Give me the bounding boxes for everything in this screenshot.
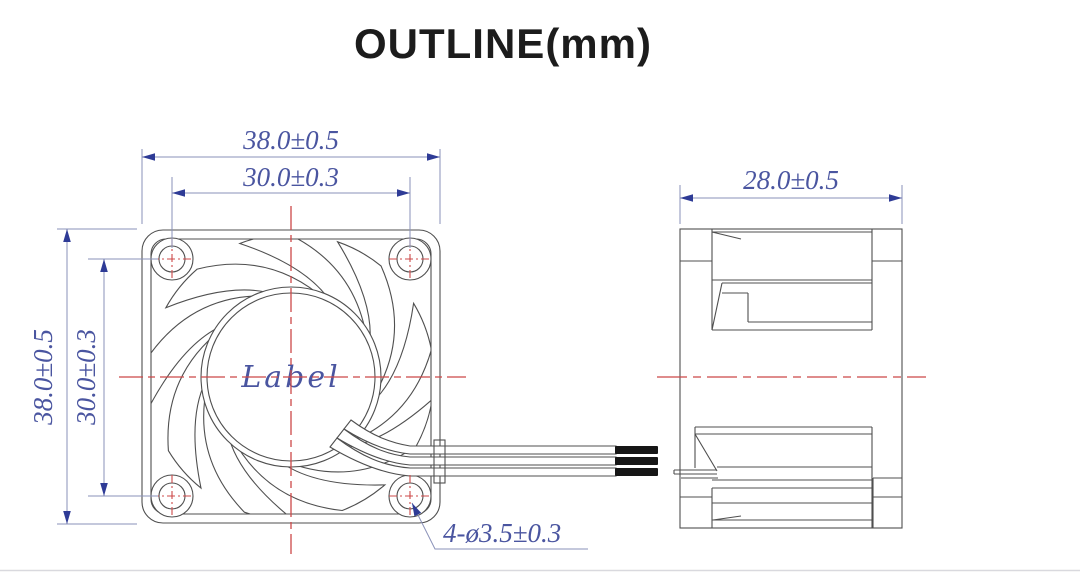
fan-impeller [151, 239, 431, 514]
side-frame [679, 228, 903, 529]
front-centerlines [119, 206, 466, 554]
hole-leader-line [411, 502, 588, 550]
dimensions: 38.0±0.5 30.0±0.3 38.0±0.5 30.0±0.3 28.0… [28, 125, 903, 550]
wire-clamp [433, 439, 446, 484]
hole-centerlines [151, 238, 431, 517]
dimension-lines [63, 153, 902, 550]
fan-front-view: Label [119, 206, 658, 554]
dim-width-outer: 38.0±0.5 [242, 125, 339, 155]
wire-tip [615, 457, 658, 465]
wire-tip [615, 446, 658, 454]
dim-mounting-holes: 4-ø3.5±0.3 [443, 518, 561, 548]
dim-depth: 28.0±0.5 [743, 165, 839, 195]
dim-width-holes: 30.0±0.3 [242, 162, 339, 192]
fan-side-view [657, 228, 926, 529]
lead-wires [329, 419, 658, 484]
dim-height-holes: 30.0±0.3 [71, 329, 101, 426]
side-structure [673, 229, 902, 528]
dim-height-outer: 38.0±0.5 [28, 329, 58, 426]
page-title: OUTLINE(mm) [354, 20, 652, 67]
wire-tip [615, 468, 658, 476]
